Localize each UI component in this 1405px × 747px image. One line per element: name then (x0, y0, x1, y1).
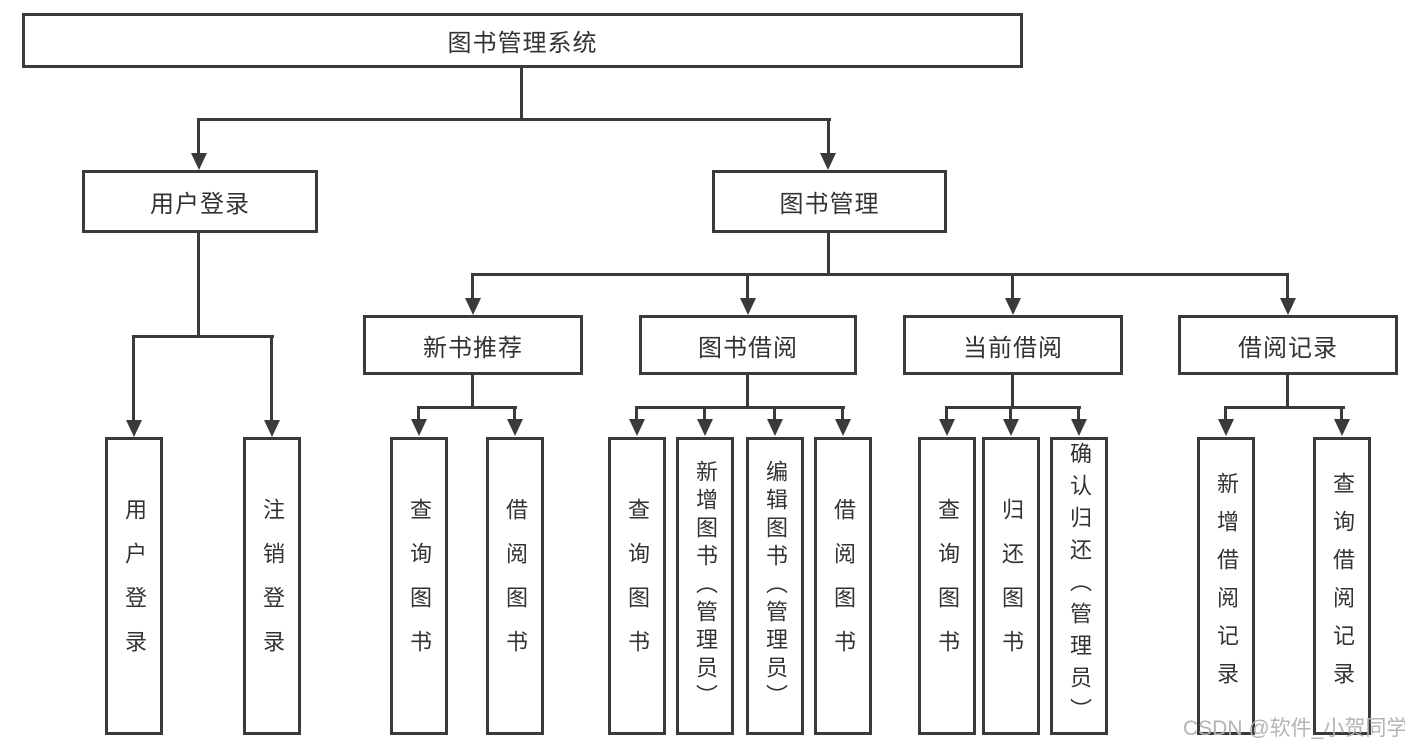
connector-line (197, 118, 200, 153)
arrowhead-down-icon (507, 419, 523, 436)
connector-line (471, 273, 474, 298)
connector-line (1077, 406, 1080, 419)
arrowhead-down-icon (264, 420, 280, 437)
node-label: 新增图书（管理员） (693, 460, 718, 712)
node-label: 图书管理 (779, 191, 880, 218)
connector-line (197, 233, 200, 335)
connector-line (132, 335, 135, 420)
node-label: 查询借阅记录 (1330, 472, 1355, 700)
connector-line (417, 406, 420, 419)
node-label: 归还图书 (999, 498, 1024, 674)
connector-line (471, 273, 1289, 276)
leaf-user-login: 用户登录 (105, 437, 163, 735)
node-label: 用户登录 (150, 191, 250, 218)
connector-line (1011, 273, 1014, 298)
connector-line (1224, 406, 1227, 419)
node-label: 查询图书 (625, 498, 650, 674)
node-new-book-recommendation: 新书推荐 (363, 315, 583, 375)
node-library-management-system: 图书管理系统 (22, 13, 1023, 68)
node-current-borrowing: 当前借阅 (903, 315, 1123, 375)
connector-line (1286, 375, 1289, 406)
connector-line (1286, 273, 1289, 298)
connector-line (773, 406, 776, 419)
connector-line (746, 273, 749, 298)
connector-line (635, 406, 845, 409)
arrowhead-down-icon (411, 419, 427, 436)
node-label: 借阅图书 (831, 498, 856, 674)
leaf-confirm-return-admin: 确认归还（管理员） (1050, 437, 1108, 735)
arrowhead-down-icon (629, 419, 645, 436)
node-label: 确认归还（管理员） (1067, 442, 1092, 730)
leaf-logout: 注销登录 (243, 437, 301, 735)
node-label: 借阅图书 (503, 498, 528, 674)
leaf-borrow-books-borrowing: 借阅图书 (814, 437, 872, 735)
connector-line (1011, 375, 1014, 406)
node-label: 新书推荐 (423, 334, 523, 362)
connector-line (945, 406, 1081, 409)
arrowhead-down-icon (126, 420, 142, 437)
arrowhead-down-icon (1071, 419, 1087, 436)
arrowhead-down-icon (1005, 298, 1021, 315)
connector-line (827, 118, 830, 153)
leaf-query-books-current: 查询图书 (918, 437, 976, 735)
node-book-management: 图书管理 (712, 170, 947, 233)
arrowhead-down-icon (1218, 419, 1234, 436)
node-label: 查询图书 (935, 498, 960, 674)
connector-line (513, 406, 516, 419)
connector-line (746, 375, 749, 406)
connector-line (197, 118, 831, 121)
node-label: 用户登录 (122, 498, 147, 674)
connector-line (945, 406, 948, 419)
arrowhead-down-icon (1334, 419, 1350, 436)
arrowhead-down-icon (1003, 419, 1019, 436)
connector-line (703, 406, 706, 419)
leaf-return-books: 归还图书 (982, 437, 1040, 735)
arrowhead-down-icon (835, 419, 851, 436)
node-label: 图书借阅 (698, 334, 798, 362)
connector-line (270, 335, 273, 420)
connector-line (520, 68, 523, 118)
connector-line (1340, 406, 1343, 419)
connector-line (827, 233, 830, 273)
arrowhead-down-icon (191, 153, 207, 170)
node-label: 查询图书 (407, 498, 432, 674)
connector-line (1224, 406, 1345, 409)
arrowhead-down-icon (465, 298, 481, 315)
node-book-borrowing: 图书借阅 (639, 315, 857, 375)
arrowhead-down-icon (820, 153, 836, 170)
leaf-query-books-recommend: 查询图书 (390, 437, 448, 735)
node-label: 当前借阅 (963, 334, 1063, 362)
arrowhead-down-icon (939, 419, 955, 436)
node-label: 注销登录 (260, 498, 285, 674)
node-label: 新增借阅记录 (1214, 472, 1239, 700)
leaf-query-borrowing-record: 查询借阅记录 (1313, 437, 1371, 735)
connector-line (471, 375, 474, 406)
node-borrowing-records: 借阅记录 (1178, 315, 1398, 375)
leaf-query-books-borrowing: 查询图书 (608, 437, 666, 735)
node-user-login: 用户登录 (82, 170, 318, 233)
node-label: 借阅记录 (1238, 334, 1338, 362)
arrowhead-down-icon (697, 419, 713, 436)
leaf-add-books-admin: 新增图书（管理员） (676, 437, 734, 735)
leaf-add-borrowing-record: 新增借阅记录 (1197, 437, 1255, 735)
leaf-borrow-books-recommend: 借阅图书 (486, 437, 544, 735)
leaf-edit-books-admin: 编辑图书（管理员） (746, 437, 804, 735)
node-label: 图书管理系统 (447, 30, 598, 57)
arrowhead-down-icon (1280, 298, 1296, 315)
csdn-watermark: CSDN @软件_小贺同学 (1183, 717, 1405, 740)
connector-line (635, 406, 638, 419)
arrowhead-down-icon (767, 419, 783, 436)
arrowhead-down-icon (740, 298, 756, 315)
connector-line (132, 335, 274, 338)
node-label: 编辑图书（管理员） (763, 460, 788, 712)
connector-line (1009, 406, 1012, 419)
connector-line (417, 406, 517, 409)
connector-line (841, 406, 844, 419)
